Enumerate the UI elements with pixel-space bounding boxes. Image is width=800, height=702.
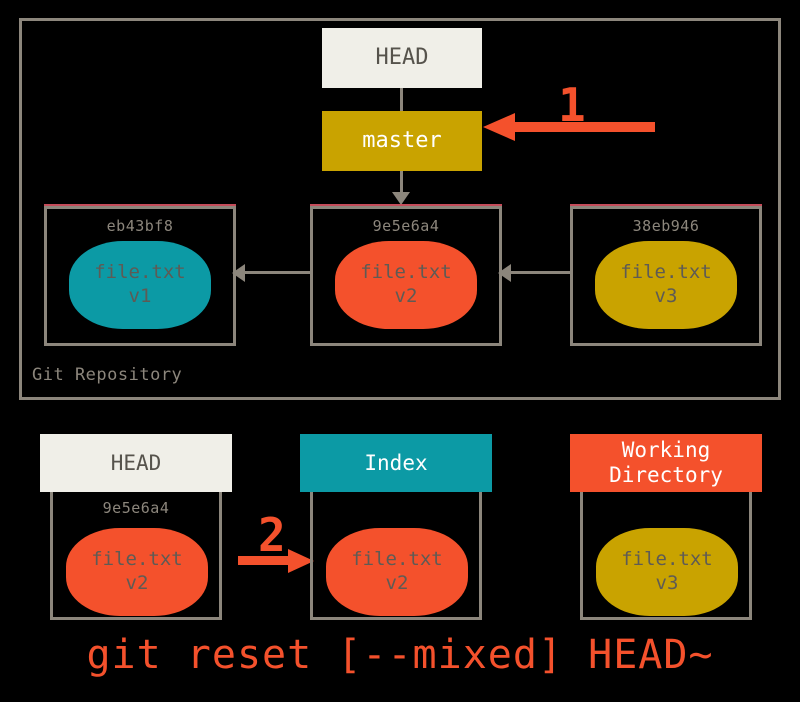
blob-filename: file.txt xyxy=(360,261,452,284)
commit-blob: file.txt v2 xyxy=(335,241,477,329)
commit-hash: eb43bf8 xyxy=(106,217,174,235)
blob-filename: file.txt xyxy=(351,548,443,571)
step1-arrow-head-icon xyxy=(483,113,515,141)
master-branch-label: master xyxy=(362,127,442,153)
commit-parent-connector xyxy=(511,271,570,274)
commit-box-eb43bf8[interactable]: eb43bf8 file.txt v1 xyxy=(44,204,236,346)
head-area-title: HEAD xyxy=(110,450,162,475)
head-area-box[interactable] xyxy=(50,492,222,620)
commit-blob: file.txt v3 xyxy=(595,241,737,329)
command-caption: git reset [--mixed] HEAD~ xyxy=(86,632,714,678)
index-area-blob: file.txt v2 xyxy=(326,528,468,616)
blob-filename: file.txt xyxy=(620,261,712,284)
blob-filename: file.txt xyxy=(91,548,183,571)
head-area-hash: 9e5e6a4 xyxy=(102,499,170,517)
head-pointer-box[interactable]: HEAD xyxy=(322,28,482,88)
commit-parent-arrowhead-icon xyxy=(498,264,511,282)
blob-filename: file.txt xyxy=(621,548,713,571)
step2-arrow-head-icon xyxy=(288,549,314,573)
head-pointer-label: HEAD xyxy=(375,44,429,70)
working-directory-title-line1: Working xyxy=(621,438,711,463)
step2-arrow-shaft-icon xyxy=(238,556,290,565)
step2-number: 2 xyxy=(258,508,286,562)
blob-version: v1 xyxy=(128,285,152,307)
blob-version: v2 xyxy=(385,572,409,594)
head-to-master-connector xyxy=(400,88,403,111)
head-area-header[interactable]: HEAD xyxy=(40,434,232,492)
working-directory-area-blob: file.txt v3 xyxy=(596,528,738,616)
commit-parent-arrowhead-icon xyxy=(232,264,245,282)
master-to-commit-connector xyxy=(400,171,403,195)
blob-version: v3 xyxy=(655,572,679,594)
git-repository-frame xyxy=(19,18,781,400)
index-area-box[interactable] xyxy=(310,492,482,620)
blob-filename: file.txt xyxy=(94,261,186,284)
index-area-title: Index xyxy=(364,450,428,475)
blob-version: v2 xyxy=(394,285,418,307)
master-to-commit-arrowhead-icon xyxy=(392,192,410,205)
commit-hash: 9e5e6a4 xyxy=(372,217,440,235)
commit-blob: file.txt v1 xyxy=(69,241,211,329)
commit-parent-connector xyxy=(245,271,310,274)
working-directory-area-box[interactable] xyxy=(580,492,752,620)
step1-number: 1 xyxy=(558,78,586,132)
working-directory-title-line2: Directory xyxy=(609,463,723,487)
commit-box-9e5e6a4[interactable]: 9e5e6a4 file.txt v2 xyxy=(310,204,502,346)
head-area-blob: file.txt v2 xyxy=(66,528,208,616)
step1-arrow-shaft-icon xyxy=(512,122,655,132)
blob-version: v3 xyxy=(654,285,678,307)
blob-version: v2 xyxy=(125,572,149,594)
working-directory-area-header[interactable]: Working Directory xyxy=(570,434,762,492)
index-area-header[interactable]: Index xyxy=(300,434,492,492)
commit-hash: 38eb946 xyxy=(632,217,700,235)
master-branch-box[interactable]: master xyxy=(322,111,482,171)
git-repository-label: Git Repository xyxy=(32,365,183,385)
commit-box-38eb946[interactable]: 38eb946 file.txt v3 xyxy=(570,204,762,346)
